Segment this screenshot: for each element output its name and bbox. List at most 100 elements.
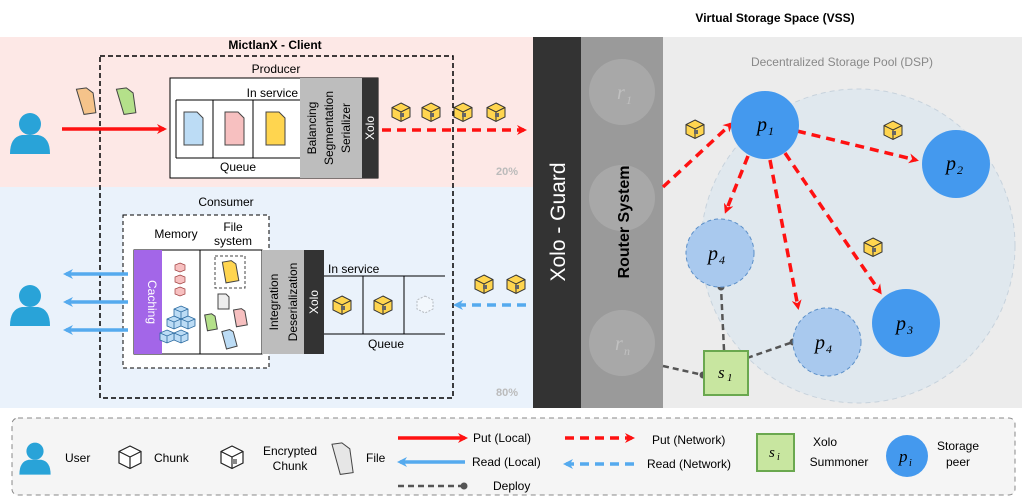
deserialization-label: Deserialization bbox=[286, 263, 300, 342]
dsp-title: Decentralized Storage Pool (DSP) bbox=[751, 55, 933, 69]
deploy-link bbox=[746, 340, 794, 360]
caching-bar bbox=[134, 250, 162, 354]
p1-to-p2-arrow bbox=[796, 129, 919, 164]
vss-title: Virtual Storage Space (VSS) bbox=[695, 11, 854, 25]
legend-deploy-label: Deploy bbox=[493, 479, 530, 493]
file-orange-icon bbox=[75, 87, 97, 115]
legend-encrypted-chunk-icon bbox=[220, 445, 244, 470]
legend-summoner-label: Summoner bbox=[810, 455, 869, 469]
peer-p4a bbox=[685, 218, 755, 288]
consumer-title: Consumer bbox=[198, 195, 253, 209]
peer-p4a-base: p bbox=[706, 243, 718, 265]
chunk-encrypted-icon bbox=[474, 274, 494, 294]
p1-to-p4b-arrow bbox=[768, 159, 802, 310]
peer-p2-base: p bbox=[944, 153, 956, 175]
producer-pipeline bbox=[300, 78, 362, 178]
file-system-slot bbox=[214, 255, 246, 289]
percent-top: 20% bbox=[496, 166, 518, 178]
legend-peer-base: p bbox=[898, 447, 908, 466]
producer-xolo-label: Xolo bbox=[363, 116, 377, 140]
peer-p1-sub: 1 bbox=[768, 124, 774, 138]
peer-p2-sub: 2 bbox=[957, 163, 963, 177]
router-node-middle bbox=[589, 165, 655, 231]
legend-chunk-icon bbox=[118, 445, 142, 470]
fs-files bbox=[204, 260, 248, 350]
peer-p4b-sub: 4 bbox=[826, 342, 832, 356]
router-label: Router System bbox=[616, 166, 633, 279]
legend-summoner-base: s bbox=[769, 445, 775, 461]
consumer-pipeline bbox=[262, 250, 304, 354]
chunk-encrypted-icon bbox=[685, 119, 705, 139]
consumer-queue-label: Queue bbox=[368, 337, 404, 351]
producer-in-service: In service bbox=[247, 86, 299, 100]
consumer-xolo-bar bbox=[304, 250, 324, 354]
chunk-encrypted-icon bbox=[486, 102, 506, 122]
legend-file-icon bbox=[331, 442, 354, 475]
peer-p4a-sub: 4 bbox=[719, 253, 725, 267]
summoner-base: s bbox=[718, 363, 725, 382]
chunk-encrypted-icon bbox=[863, 237, 883, 257]
producer-file-yellow bbox=[265, 111, 286, 146]
legend-peer-sub: i bbox=[909, 458, 912, 469]
legend-summoner-sub: i bbox=[777, 452, 780, 463]
producer-xolo-bar bbox=[362, 78, 378, 178]
balancing-label: Balancing bbox=[305, 102, 319, 155]
chunk-encrypted-icon bbox=[883, 120, 903, 140]
legend-chunk-label: Chunk bbox=[154, 451, 190, 465]
legend-encrypted-label-2: Chunk bbox=[273, 459, 309, 473]
segmentation-label: Segmentation bbox=[322, 91, 336, 165]
p1-to-p4a-arrow bbox=[723, 155, 750, 214]
router-rn-base: r bbox=[615, 333, 623, 355]
legend-peer-icon bbox=[886, 435, 928, 477]
xolo-summoner-s1 bbox=[703, 350, 749, 396]
router-node-r1 bbox=[589, 59, 655, 125]
queue-chunk-empty bbox=[416, 295, 434, 314]
legend-read-network-label: Read (Network) bbox=[647, 457, 731, 471]
peer-p3 bbox=[872, 289, 940, 357]
client-box bbox=[99, 55, 454, 399]
router-rn-sub: n bbox=[624, 344, 630, 358]
peer-p3-sub: 3 bbox=[906, 323, 913, 337]
chunk-encrypted-icon bbox=[453, 102, 473, 122]
serializer-label: Serializer bbox=[339, 103, 353, 153]
guard-label: Xolo - Guard bbox=[547, 162, 570, 281]
producer-title: Producer bbox=[252, 62, 301, 76]
router-r1-sub: 1 bbox=[626, 93, 632, 107]
xolo-guard-bar bbox=[533, 37, 581, 408]
deploy-link bbox=[719, 286, 726, 351]
producer-file-pink bbox=[224, 111, 245, 146]
router-node-rn bbox=[589, 310, 655, 376]
memory-label: Memory bbox=[154, 227, 197, 241]
queue-chunk-encrypted bbox=[373, 295, 393, 315]
client-title: MictlanX - Client bbox=[228, 38, 321, 52]
legend-user-label: User bbox=[65, 451, 90, 465]
deploy-link bbox=[662, 364, 704, 377]
legend-put-local-label: Put (Local) bbox=[473, 431, 531, 445]
peer-p1 bbox=[731, 91, 799, 159]
legend-storage-label: Storage bbox=[937, 439, 979, 453]
peer-p1-base: p bbox=[755, 114, 767, 136]
file-green-icon bbox=[115, 87, 137, 115]
peer-p3-base: p bbox=[894, 313, 906, 335]
consumer-xolo-label: Xolo bbox=[307, 290, 321, 314]
chunk-encrypted-icon bbox=[506, 274, 526, 294]
file-system-label-1: File bbox=[223, 220, 243, 234]
router-to-p1-arrow bbox=[661, 121, 734, 189]
legend-xolo-label: Xolo bbox=[813, 435, 837, 449]
chunk-encrypted-icon bbox=[421, 102, 441, 122]
peer-p2 bbox=[922, 130, 990, 198]
consumer-in-service: In service bbox=[328, 262, 380, 276]
chunk-encrypted-icon bbox=[391, 102, 411, 122]
legend-file-label: File bbox=[366, 451, 386, 465]
queue-chunk-encrypted bbox=[332, 295, 352, 315]
percent-bottom: 80% bbox=[496, 387, 518, 399]
producer-file-blue bbox=[183, 111, 204, 146]
summoner-sub: 1 bbox=[727, 372, 733, 384]
legend-read-local-label: Read (Local) bbox=[472, 455, 541, 469]
file-system-label-2: system bbox=[214, 234, 252, 248]
peer-p4b-base: p bbox=[813, 332, 825, 354]
legend-peer-label: peer bbox=[946, 455, 970, 469]
router-r1-base: r bbox=[617, 82, 625, 104]
integration-label: Integration bbox=[267, 274, 281, 331]
